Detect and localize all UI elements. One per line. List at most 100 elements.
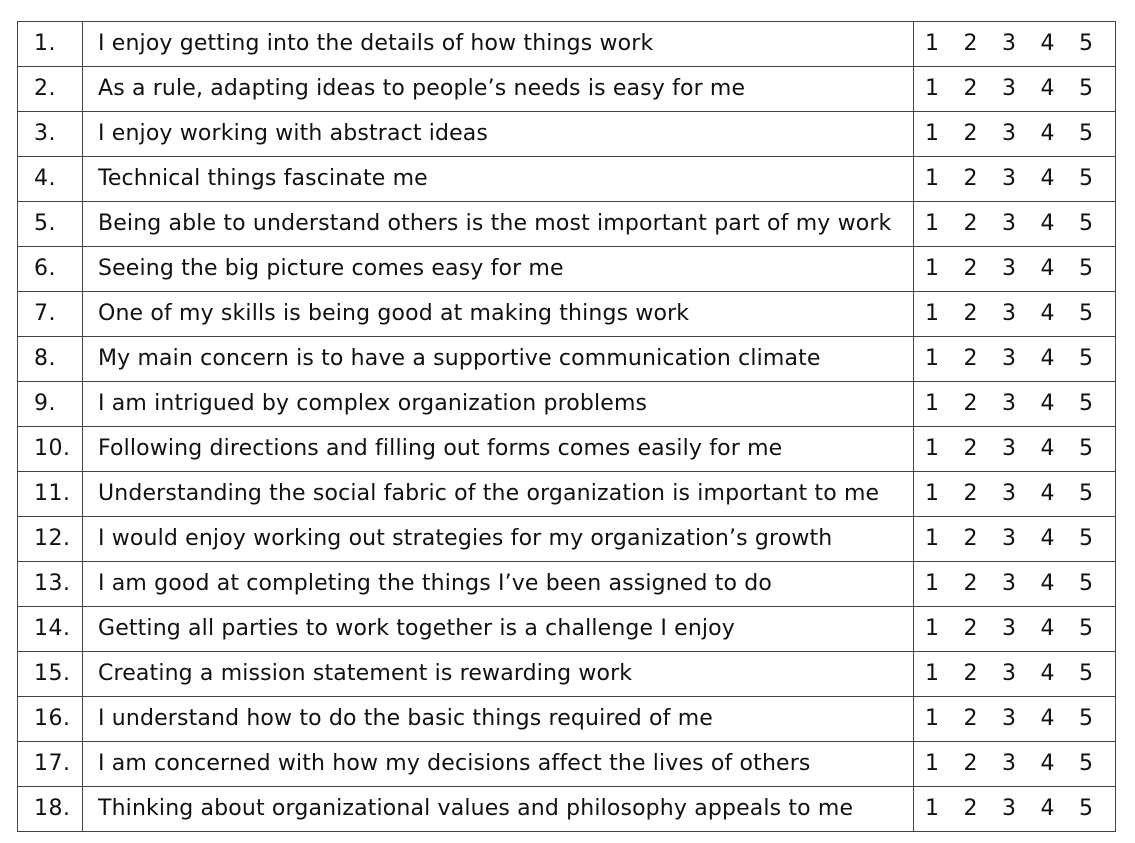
rating-option-3[interactable]: 3 [1002,796,1016,821]
rating-option-1[interactable]: 1 [925,706,939,731]
rating-option-2[interactable]: 2 [963,166,978,191]
rating-option-1[interactable]: 1 [925,661,939,686]
rating-option-2[interactable]: 2 [963,481,978,506]
rating-option-2[interactable]: 2 [963,706,978,731]
rating-option-5[interactable]: 5 [1079,301,1093,326]
rating-option-3[interactable]: 3 [1002,571,1016,596]
rating-option-2[interactable]: 2 [963,526,978,551]
rating-option-4[interactable]: 4 [1040,211,1055,236]
rating-option-5[interactable]: 5 [1079,526,1093,551]
rating-option-1[interactable]: 1 [925,796,939,821]
rating-option-5[interactable]: 5 [1079,661,1093,686]
item-number: 8. [17,336,83,382]
rating-option-4[interactable]: 4 [1040,436,1055,461]
rating-option-2[interactable]: 2 [963,301,978,326]
rating-option-1[interactable]: 1 [925,526,939,551]
rating-option-2[interactable]: 2 [963,751,978,776]
rating-option-4[interactable]: 4 [1040,796,1055,821]
rating-option-4[interactable]: 4 [1040,661,1055,686]
rating-option-2[interactable]: 2 [963,211,978,236]
rating-option-5[interactable]: 5 [1079,256,1093,281]
rating-option-2[interactable]: 2 [963,796,978,821]
rating-option-1[interactable]: 1 [925,391,939,416]
rating-option-2[interactable]: 2 [963,76,978,101]
rating-option-1[interactable]: 1 [925,571,939,596]
rating-option-5[interactable]: 5 [1079,166,1093,191]
rating-option-5[interactable]: 5 [1079,211,1093,236]
rating-option-2[interactable]: 2 [963,616,978,641]
rating-option-3[interactable]: 3 [1002,481,1016,506]
rating-option-2[interactable]: 2 [963,436,978,461]
item-number: 6. [17,246,83,292]
rating-option-5[interactable]: 5 [1079,571,1093,596]
rating-option-5[interactable]: 5 [1079,706,1093,731]
rating-option-4[interactable]: 4 [1040,121,1055,146]
rating-option-5[interactable]: 5 [1079,436,1093,461]
table-row: 7.One of my skills is being good at maki… [17,291,1116,337]
rating-option-3[interactable]: 3 [1002,391,1016,416]
rating-option-3[interactable]: 3 [1002,436,1016,461]
table-row: 9.I am intrigued by complex organization… [17,381,1116,427]
rating-option-4[interactable]: 4 [1040,571,1055,596]
rating-option-3[interactable]: 3 [1002,76,1016,101]
rating-option-1[interactable]: 1 [925,166,939,191]
rating-option-4[interactable]: 4 [1040,391,1055,416]
rating-option-4[interactable]: 4 [1040,481,1055,506]
rating-option-3[interactable]: 3 [1002,616,1016,641]
rating-option-4[interactable]: 4 [1040,76,1055,101]
rating-option-2[interactable]: 2 [963,346,978,371]
rating-option-4[interactable]: 4 [1040,256,1055,281]
rating-option-5[interactable]: 5 [1079,391,1093,416]
rating-option-1[interactable]: 1 [925,436,939,461]
rating-option-2[interactable]: 2 [963,571,978,596]
rating-option-3[interactable]: 3 [1002,31,1016,56]
rating-option-1[interactable]: 1 [925,346,939,371]
item-number: 13. [17,561,83,607]
rating-option-3[interactable]: 3 [1002,661,1016,686]
rating-option-3[interactable]: 3 [1002,166,1016,191]
rating-option-5[interactable]: 5 [1079,346,1093,371]
rating-option-5[interactable]: 5 [1079,31,1093,56]
rating-option-3[interactable]: 3 [1002,346,1016,371]
rating-option-3[interactable]: 3 [1002,301,1016,326]
rating-option-2[interactable]: 2 [963,391,978,416]
rating-option-1[interactable]: 1 [925,76,939,101]
rating-option-1[interactable]: 1 [925,31,939,56]
rating-option-5[interactable]: 5 [1079,616,1093,641]
rating-option-3[interactable]: 3 [1002,751,1016,776]
rating-option-5[interactable]: 5 [1079,121,1093,146]
rating-option-3[interactable]: 3 [1002,706,1016,731]
rating-option-5[interactable]: 5 [1079,481,1093,506]
rating-option-4[interactable]: 4 [1040,346,1055,371]
rating-option-4[interactable]: 4 [1040,706,1055,731]
rating-option-4[interactable]: 4 [1040,301,1055,326]
rating-option-4[interactable]: 4 [1040,616,1055,641]
rating-option-2[interactable]: 2 [963,31,978,56]
rating-option-2[interactable]: 2 [963,256,978,281]
rating-option-5[interactable]: 5 [1079,76,1093,101]
rating-option-3[interactable]: 3 [1002,211,1016,236]
rating-option-5[interactable]: 5 [1079,751,1093,776]
rating-option-1[interactable]: 1 [925,616,939,641]
rating-option-1[interactable]: 1 [925,751,939,776]
rating-option-5[interactable]: 5 [1079,796,1093,821]
rating-option-4[interactable]: 4 [1040,166,1055,191]
rating-option-4[interactable]: 4 [1040,31,1055,56]
rating-option-2[interactable]: 2 [963,121,978,146]
rating-option-4[interactable]: 4 [1040,751,1055,776]
rating-option-2[interactable]: 2 [963,661,978,686]
rating-option-1[interactable]: 1 [925,301,939,326]
rating-option-3[interactable]: 3 [1002,121,1016,146]
rating-option-1[interactable]: 1 [925,481,939,506]
rating-option-3[interactable]: 3 [1002,256,1016,281]
rating-option-1[interactable]: 1 [925,121,939,146]
rating-option-4[interactable]: 4 [1040,526,1055,551]
rating-option-1[interactable]: 1 [925,211,939,236]
rating-option-3[interactable]: 3 [1002,526,1016,551]
item-statement: I understand how to do the basic things … [82,696,914,742]
rating-option-1[interactable]: 1 [925,256,939,281]
